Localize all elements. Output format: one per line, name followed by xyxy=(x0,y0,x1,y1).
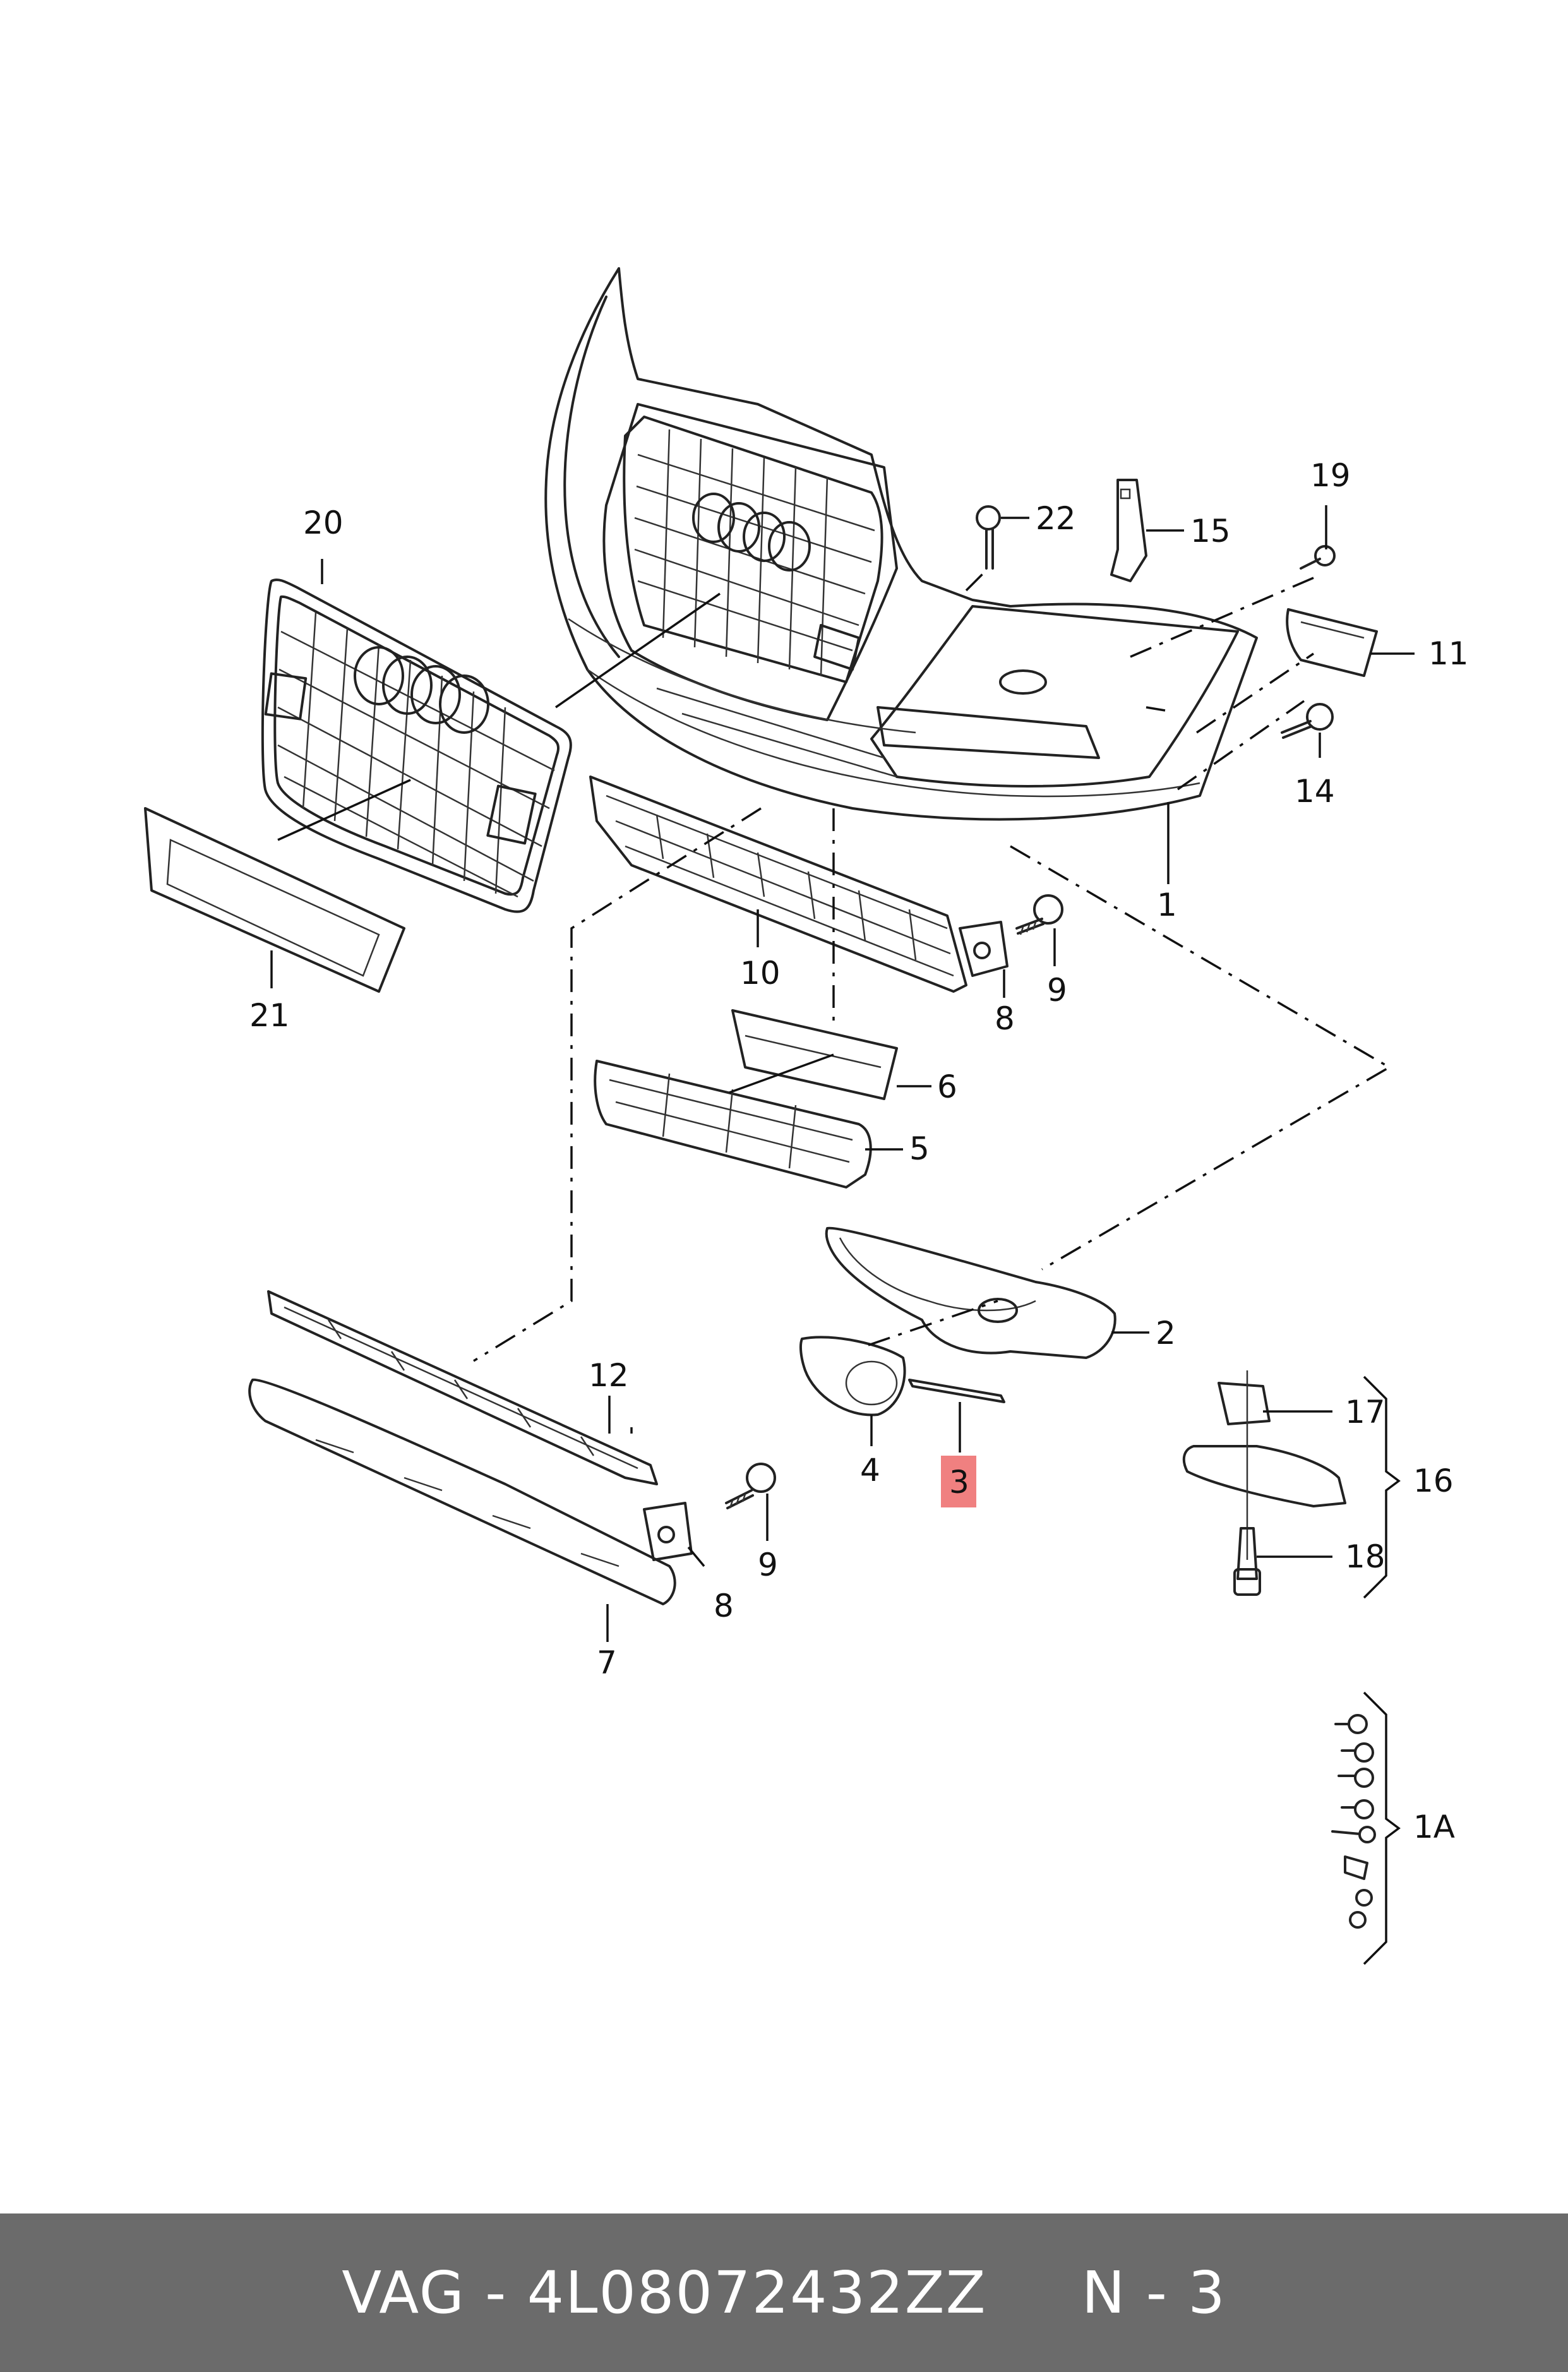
mount-assembly xyxy=(1182,1370,1346,1596)
screw-upper xyxy=(1015,894,1063,935)
lower-spoiler xyxy=(267,1290,658,1485)
callout-2[interactable]: 2 xyxy=(1156,1315,1176,1351)
fog-lamp-grille xyxy=(594,1060,872,1189)
callout-labels: 1 2 3 4 5 6 7 8 8 9 9 10 11 12 14 15 16 … xyxy=(249,457,1469,1845)
bracket-15 xyxy=(1110,479,1147,582)
callout-16[interactable]: 16 xyxy=(1413,1463,1454,1499)
callout-5[interactable]: 5 xyxy=(909,1130,930,1167)
cap-11 xyxy=(1286,608,1378,677)
fog-lamp-ring xyxy=(799,1336,906,1417)
callout-1[interactable]: 1 xyxy=(1157,887,1177,923)
parts-diagram: 1 2 3 4 5 6 7 8 8 9 9 10 11 12 14 15 16 … xyxy=(144,267,1469,1965)
callout-20[interactable]: 20 xyxy=(303,505,344,541)
callout-19[interactable]: 19 xyxy=(1310,457,1351,494)
license-plate-holder xyxy=(144,807,405,993)
callout-7[interactable]: 7 xyxy=(597,1644,617,1681)
callout-21[interactable]: 21 xyxy=(249,997,290,1034)
fog-lamp-cover xyxy=(825,1226,1116,1359)
callout-9-upper[interactable]: 9 xyxy=(1047,972,1067,1009)
callout-1A[interactable]: 1A xyxy=(1413,1809,1455,1845)
leader-lines xyxy=(270,505,1415,1642)
callout-9-lower[interactable]: 9 xyxy=(758,1547,778,1583)
callout-18[interactable]: 18 xyxy=(1345,1538,1385,1575)
bracket-lower xyxy=(643,1502,693,1561)
callout-15[interactable]: 15 xyxy=(1190,513,1231,549)
callout-10[interactable]: 10 xyxy=(740,955,781,991)
part-number-text: VAG - 4L08072432ZZ xyxy=(342,2259,987,2327)
callout-6[interactable]: 6 xyxy=(937,1069,957,1105)
cover-panel xyxy=(731,1009,898,1100)
callout-11[interactable]: 11 xyxy=(1428,635,1469,672)
fastener-set xyxy=(1331,1714,1376,1929)
bolt-19 xyxy=(1300,545,1336,570)
diagram-position-text: N - 3 xyxy=(1081,2259,1226,2327)
callout-8-upper[interactable]: 8 xyxy=(995,1000,1015,1037)
screw-lower xyxy=(725,1463,776,1509)
screw-22 xyxy=(976,505,1001,570)
bracket-upper xyxy=(959,921,1008,977)
bumper-cover xyxy=(544,267,1258,821)
highlight-box xyxy=(941,1456,976,1507)
callout-17[interactable]: 17 xyxy=(1345,1394,1385,1430)
callout-4[interactable]: 4 xyxy=(860,1452,880,1488)
radiator-grille xyxy=(261,578,572,913)
bumper-grille xyxy=(623,416,883,683)
callout-8-lower[interactable]: 8 xyxy=(714,1588,734,1624)
dash-lines xyxy=(473,567,1392,1362)
lower-grille-insert xyxy=(589,776,967,993)
trim-strip xyxy=(908,1379,1005,1403)
group-brackets xyxy=(1363,1375,1401,1965)
footer-bar: VAG - 4L08072432ZZ N - 3 xyxy=(0,2213,1568,2372)
screw-14 xyxy=(1281,703,1334,739)
callout-14[interactable]: 14 xyxy=(1295,773,1335,810)
callout-3[interactable]: 3 xyxy=(949,1464,969,1500)
callout-22[interactable]: 22 xyxy=(1036,500,1076,537)
callout-12[interactable]: 12 xyxy=(589,1357,629,1394)
lower-trim xyxy=(248,1378,676,1605)
